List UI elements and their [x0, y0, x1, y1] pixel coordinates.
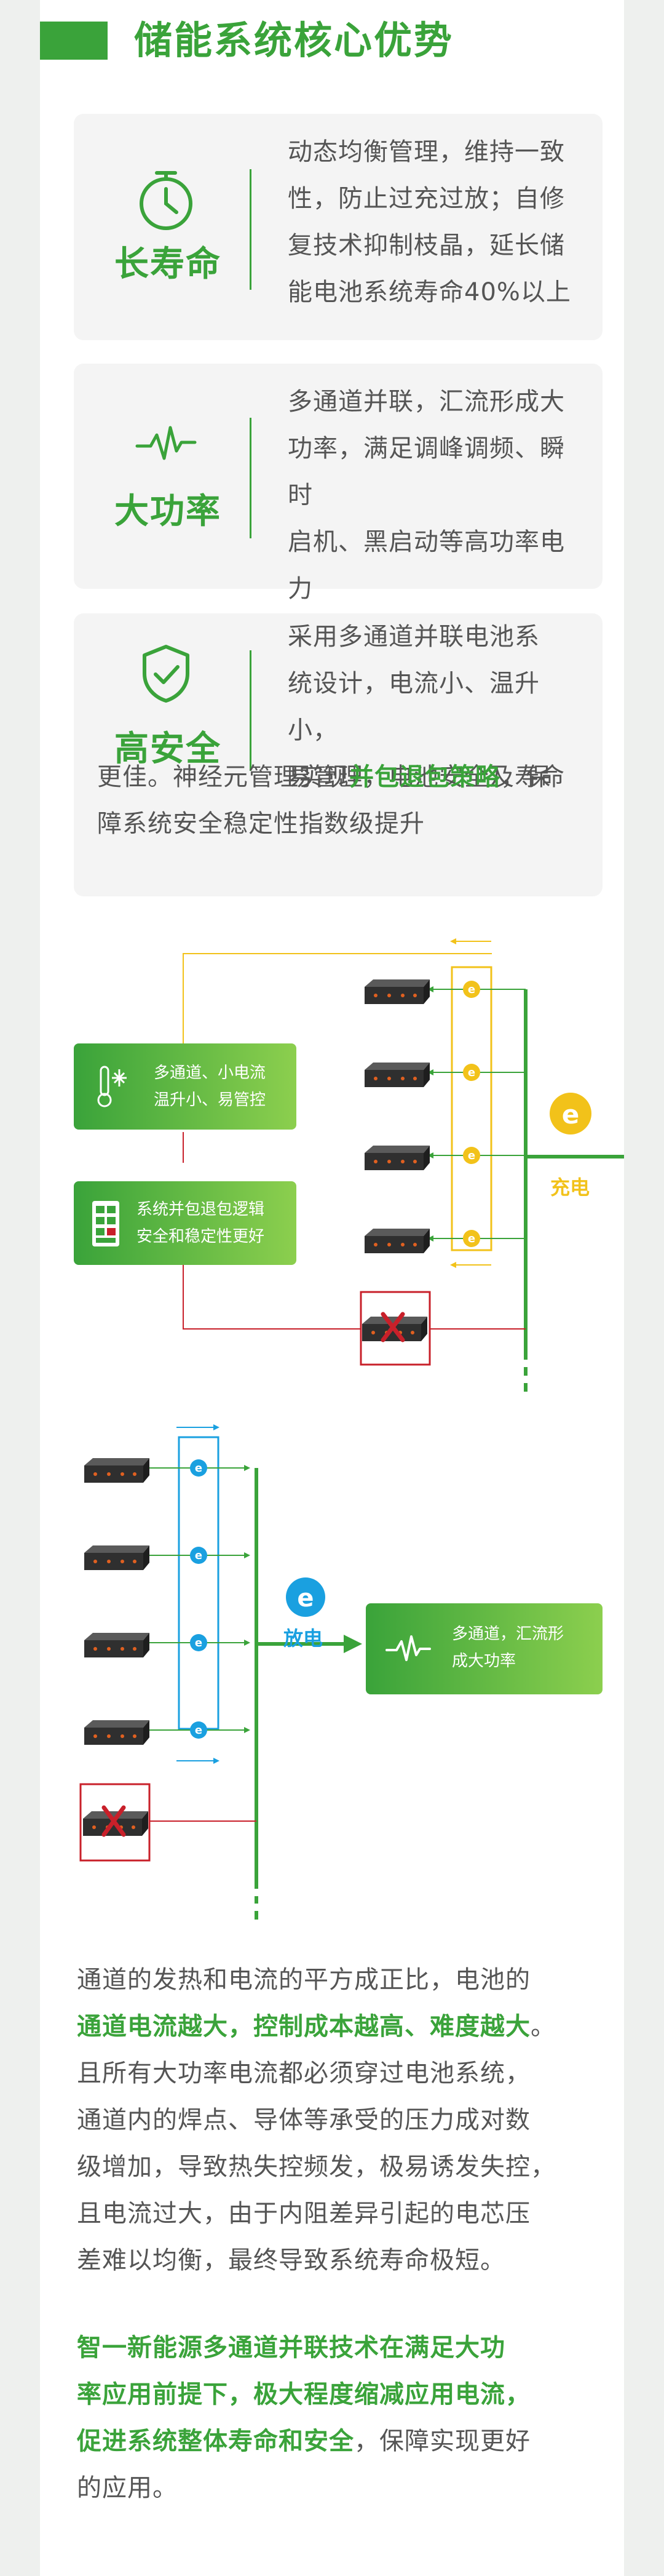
- svg-text:e: e: [297, 1584, 314, 1613]
- para-line: 且电流过大，由于内阻差异引起的电芯压: [77, 2199, 531, 2228]
- desc-line: 统设计，电流小、温升小，: [288, 669, 540, 744]
- charge-label: 充电: [550, 1176, 590, 1199]
- discharge-box-text: 多通道，汇流形 成大功率: [452, 1621, 564, 1675]
- desc-line: 多通道并联，汇流形成大: [288, 388, 565, 416]
- para-line: 率应用前提下，极大程度缩减应用电流，: [77, 2380, 531, 2409]
- charge-box2-text: 系统并包退包逻辑 安全和稳定性更好: [136, 1196, 264, 1250]
- feature-desc: 动态均衡管理，维持一致 性，防止过充过放；自修 复技术抑制枝晶，延长储 能电池系…: [288, 129, 583, 316]
- desc-text: ，保: [500, 763, 551, 791]
- para-line: 差难以均衡，最终导致系统寿命极短。: [77, 2246, 505, 2275]
- desc-highlight: 并包退包策略: [349, 763, 500, 791]
- charge-info-box-2: 系统并包退包逻辑 安全和稳定性更好: [74, 1181, 296, 1265]
- para-text: 。: [531, 2012, 556, 2041]
- desc-line: 障系统安全稳定性指数级提升: [97, 810, 425, 838]
- svg-text:e: e: [468, 983, 475, 996]
- clock-icon: [140, 171, 192, 230]
- svg-text:e: e: [468, 1232, 475, 1245]
- discharge-info-box: 多通道，汇流形 成大功率: [366, 1603, 603, 1694]
- para-line: 通道的发热和电流的平方成正比，电池的: [77, 1966, 531, 1994]
- desc-text: 更佳。神经元管理实现: [97, 763, 349, 791]
- desc-line: 采用多通道并联电池系: [288, 623, 540, 651]
- explanation-paragraph: 通道的发热和电流的平方成正比，电池的 通道电流越大，控制成本越高、难度越大。 且…: [77, 1956, 587, 2284]
- svg-text:e: e: [195, 1549, 202, 1562]
- desc-line: 能电池系统寿命40%以上: [288, 278, 571, 306]
- header-accent-bar: [40, 22, 108, 60]
- para-highlight: 促进系统整体寿命和安全: [77, 2427, 354, 2455]
- charge-info-box-1: 多通道、小电流 温升小、易管控: [74, 1043, 296, 1130]
- feature-desc: 采用多通道并联电池系 统设计，电流小、温升小， 易管理，电池安全及寿命: [288, 613, 583, 800]
- para-line: 通道内的焊点、导体等承受的压力成对数: [77, 2106, 531, 2134]
- feature-card-high-power: 大功率 多通道并联，汇流形成大 功率，满足调峰调频、瞬时 启机、黑启动等高功率电…: [74, 364, 603, 650]
- desc-line: 启机、黑启动等高功率电力: [288, 528, 565, 603]
- feature-title: 高安全: [114, 729, 221, 769]
- desc-line: 易管理，电池安全及寿命: [288, 763, 565, 791]
- thermometer-snow-icon: [97, 1066, 127, 1107]
- box-line: 成大功率: [452, 1652, 516, 1670]
- charge-box1-text: 多通道、小电流 温升小、易管控: [154, 1059, 266, 1114]
- feature-desc-continued: 更佳。神经元管理实现并包退包策略，保 障系统安全稳定性指数级提升: [97, 754, 589, 847]
- power-wave-icon: [385, 1635, 431, 1661]
- box-line: 多通道、小电流: [154, 1064, 266, 1082]
- feature-title: 长寿命: [114, 244, 221, 284]
- para-line: 的应用。: [77, 2474, 178, 2502]
- svg-text:e: e: [195, 1637, 202, 1649]
- para-line: 通道电流越大，控制成本越高、难度越大。: [77, 2003, 587, 2050]
- conclusion-paragraph: 智一新能源多通道并联技术在满足大功 率应用前提下，极大程度缩减应用电流， 促进系…: [77, 2324, 587, 2511]
- para-line: 且所有大功率电流都必须穿过电池系统，: [77, 2059, 531, 2088]
- feature-card-high-safety: 高安全 采用多通道并联电池系 统设计，电流小、温升小， 易管理，电池安全及寿命 …: [74, 613, 603, 896]
- diagram-lines: e e e e e: [79, 938, 624, 1920]
- divider: [250, 169, 251, 290]
- discharge-label: 放电: [283, 1627, 323, 1650]
- divider: [250, 418, 251, 538]
- para-text: ，保障实现更好: [354, 2427, 531, 2455]
- feature-card-long-life: 长寿命 动态均衡管理，维持一致 性，防止过充过放；自修 复技术抑制枝晶，延长储 …: [74, 114, 603, 340]
- para-line: 智一新能源多通道并联技术在满足大功: [77, 2334, 505, 2362]
- divider: [250, 650, 251, 771]
- battery-grid-icon: [92, 1201, 119, 1246]
- desc-line: 功率，满足调峰调频、瞬时: [288, 434, 565, 509]
- svg-text:e: e: [562, 1099, 580, 1130]
- feature-title: 大功率: [114, 492, 221, 532]
- page: 储能系统核心优势 长寿命 动态均衡管理，维持一致 性，防止过充过放；自修 复技术…: [40, 0, 624, 2576]
- svg-text:e: e: [195, 1724, 202, 1737]
- svg-text:e: e: [468, 1066, 475, 1079]
- svg-text:e: e: [195, 1462, 202, 1475]
- para-line: 促进系统整体寿命和安全，保障实现更好: [77, 2418, 587, 2465]
- shield-check-icon: [143, 645, 189, 703]
- desc-line: 更佳。神经元管理实现并包退包策略，保: [97, 754, 589, 800]
- box-line: 温升小、易管控: [154, 1091, 266, 1109]
- box-line: 多通道，汇流形: [452, 1625, 564, 1643]
- power-wave-icon: [135, 426, 197, 460]
- charge-discharge-diagram: e e e e e: [40, 923, 624, 1926]
- box-line: 系统并包退包逻辑: [136, 1200, 265, 1219]
- para-line: 级增加，导致热失控频发，极易诱发失控，: [77, 2153, 556, 2181]
- desc-line: 性，防止过充过放；自修: [288, 185, 565, 213]
- desc-line: 动态均衡管理，维持一致: [288, 138, 565, 166]
- desc-line: 复技术抑制枝晶，延长储: [288, 231, 565, 260]
- para-highlight: 通道电流越大，控制成本越高、难度越大: [77, 2012, 531, 2041]
- box-line: 安全和稳定性更好: [136, 1227, 265, 1246]
- page-title: 储能系统核心优势: [134, 18, 454, 63]
- svg-text:e: e: [468, 1149, 475, 1162]
